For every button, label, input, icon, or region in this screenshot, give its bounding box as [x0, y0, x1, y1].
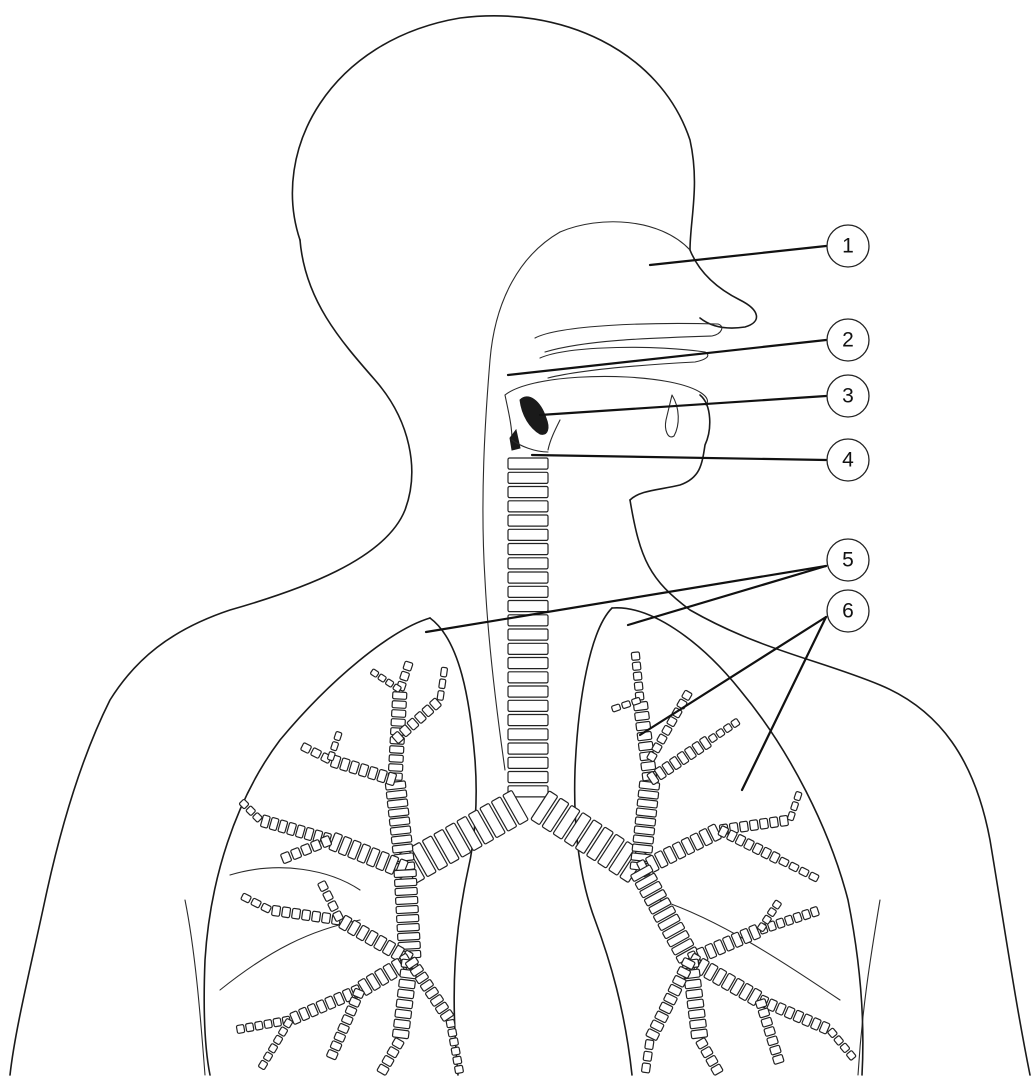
right-bronchiole-20 [377, 1038, 405, 1076]
left-bronchiole-12 [630, 865, 698, 964]
leader-line-5b [628, 566, 826, 625]
callout-6: 6 [827, 590, 869, 632]
left-bronchiole-2 [633, 701, 657, 781]
callout-3: 3 [827, 375, 869, 417]
callout-5: 5 [827, 539, 869, 581]
callout-1-label: 1 [842, 235, 854, 258]
left-bronchiole-10 [718, 826, 781, 864]
callout-2: 2 [827, 319, 869, 361]
left-bronchiole-3 [631, 652, 644, 701]
callout-1: 1 [827, 225, 869, 267]
callouts: 1 2 3 4 5 6 [827, 225, 869, 632]
right-bronchiole-7 [437, 667, 448, 700]
callout-4: 4 [827, 439, 869, 481]
right-bronchiole-5 [300, 743, 331, 764]
right-bronchiole-15 [241, 893, 272, 913]
left-bronchiole-19 [696, 1038, 724, 1076]
right-main-bronchus [399, 790, 528, 883]
left-bronchiole-1 [630, 781, 660, 871]
leader-line-1 [650, 246, 826, 265]
leader-line-4 [532, 455, 826, 460]
callout-5-label: 5 [842, 549, 854, 572]
left-bronchiole-5 [708, 718, 740, 743]
callout-2-label: 2 [842, 329, 854, 352]
right-bronchiole-1 [385, 781, 415, 871]
left-bronchiole-11 [778, 857, 819, 882]
leader-line-2 [508, 340, 826, 375]
trachea [508, 458, 548, 797]
left-main-bronchus [531, 791, 647, 883]
left-bronchiole-21 [641, 1039, 654, 1073]
bronchial-tree [236, 458, 856, 1076]
right-bronchiole-4 [330, 755, 397, 786]
callout-6-label: 6 [842, 600, 854, 623]
left-bronchiole-9 [787, 791, 802, 821]
leader-line-3 [540, 396, 826, 415]
callout-3-label: 3 [842, 385, 854, 408]
left-bronchiole-17 [827, 1028, 856, 1061]
right-bronchiole-27 [370, 669, 402, 693]
callout-4-label: 4 [842, 449, 854, 472]
right-bronchiole-10 [239, 799, 263, 823]
